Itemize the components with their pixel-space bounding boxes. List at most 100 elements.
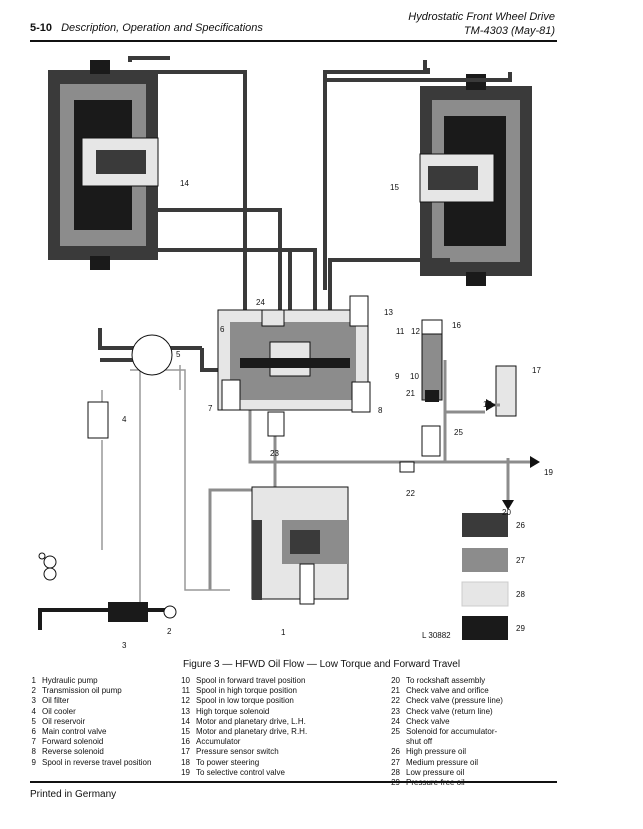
callout-20: 20 bbox=[502, 508, 511, 517]
legend-number: 28 bbox=[391, 767, 400, 777]
legend-number: 21 bbox=[391, 686, 400, 696]
callout-5: 5 bbox=[176, 350, 181, 359]
legend-text: Forward solenoid bbox=[42, 737, 104, 747]
legend-number: 13 bbox=[181, 706, 190, 716]
legend-text: Motor and planetary drive, R.H. bbox=[196, 727, 308, 737]
legend-text: Oil reservoir bbox=[42, 716, 86, 726]
callout-19: 19 bbox=[544, 468, 553, 477]
callout-16: 16 bbox=[452, 321, 461, 330]
legend-number: 23 bbox=[391, 706, 400, 716]
legend-number: 2 bbox=[31, 686, 36, 696]
legend-item: 26 High pressure oil bbox=[386, 747, 503, 757]
callout-7: 7 bbox=[208, 404, 213, 413]
legend-text: To rockshaft assembly bbox=[406, 676, 486, 685]
legend-text: Check valve (pressure line) bbox=[406, 696, 503, 706]
solenoids bbox=[221, 295, 441, 457]
legend-item: 28 Low pressure oil bbox=[386, 768, 503, 778]
legend-text: Oil cooler bbox=[42, 706, 76, 716]
legend-text: Main control valve bbox=[42, 727, 107, 737]
legend-item: 13 High torque solenoid bbox=[176, 707, 307, 717]
callout-4: 4 bbox=[122, 415, 127, 424]
callout-9: 9 bbox=[395, 372, 400, 381]
legend-number: 5 bbox=[31, 716, 36, 726]
legend-item: 23 Check valve (return line) bbox=[386, 707, 503, 717]
legend-text: Check valve (return line) bbox=[406, 706, 493, 716]
callout-28: 28 bbox=[516, 590, 525, 599]
legend-number: 14 bbox=[181, 716, 190, 726]
motor-rh bbox=[419, 74, 532, 286]
pipe-lines bbox=[98, 56, 512, 372]
oil-filter bbox=[108, 602, 148, 622]
callout-11: 11 bbox=[396, 327, 405, 336]
legend-item: 24 Check valve bbox=[386, 717, 503, 727]
legend-number: 12 bbox=[181, 696, 190, 706]
figure-caption: Figure 3 — HFWD Oil Flow — Low Torque an… bbox=[182, 659, 461, 670]
legend-text: Solenoid for accumulator- bbox=[406, 727, 498, 737]
document-title: Hydrostatic Front Wheel Drive bbox=[408, 11, 555, 23]
callout-27: 27 bbox=[516, 556, 525, 565]
legend-number: 24 bbox=[391, 716, 400, 726]
callout-21: 21 bbox=[406, 389, 415, 398]
legend-text: Spool in reverse travel position bbox=[42, 757, 152, 767]
legend-text: Transmission oil pump bbox=[42, 686, 122, 696]
legend-text: Spool in high torque position bbox=[196, 686, 297, 696]
legend-text: shut off bbox=[406, 737, 433, 747]
legend-text: High pressure oil bbox=[406, 747, 467, 757]
legend-text: Spool in forward travel position bbox=[196, 676, 306, 685]
callout-23: 23 bbox=[270, 449, 279, 458]
legend-item: 7 Forward solenoid bbox=[22, 737, 151, 747]
swatch-medium-pressure bbox=[462, 548, 508, 572]
accumulator bbox=[421, 319, 443, 402]
legend-number: 26 bbox=[391, 747, 400, 757]
page-header-left: 5-10 Description, Operation and Specific… bbox=[30, 22, 263, 34]
motor-lh bbox=[48, 60, 159, 270]
page-number: 5-10 bbox=[30, 22, 53, 34]
legend-number: 29 bbox=[386, 778, 400, 788]
callout-26: 26 bbox=[516, 521, 525, 530]
callout-18: 18 bbox=[483, 400, 492, 409]
legend-text: High torque solenoid bbox=[196, 706, 270, 716]
figure-ref-code: L 30882 bbox=[422, 631, 451, 640]
legend-number: 10 bbox=[181, 676, 190, 685]
callout-10: 10 bbox=[410, 372, 419, 381]
hydraulic-pump bbox=[251, 486, 349, 605]
swatch-pressure-free bbox=[462, 616, 508, 640]
check-valve-return bbox=[267, 411, 285, 437]
legend-text: Check valve bbox=[406, 716, 450, 726]
legend-number: 4 bbox=[31, 706, 36, 716]
callout-24: 24 bbox=[256, 298, 265, 307]
callout-15: 15 bbox=[390, 183, 399, 192]
legend-text: Low pressure oil bbox=[406, 767, 465, 777]
legend-number: 19 bbox=[181, 767, 190, 777]
legend-number: 17 bbox=[181, 747, 190, 757]
callout-2: 2 bbox=[167, 627, 172, 636]
legend-item: shut off bbox=[386, 737, 503, 747]
callout-29: 29 bbox=[516, 624, 525, 633]
legend-item: 10 Spool in forward travel position bbox=[176, 676, 307, 686]
legend-number: 7 bbox=[31, 737, 36, 747]
legend-number: 27 bbox=[391, 757, 400, 767]
legend-text: Oil filter bbox=[42, 696, 70, 706]
legend-number: 16 bbox=[181, 737, 190, 747]
callout-labels: 1 2 3 4 5 6 7 8 9 10 11 12 13 14 15 16 1… bbox=[122, 179, 553, 650]
footer-rule bbox=[30, 781, 557, 783]
legend-number: 8 bbox=[31, 747, 36, 757]
section-title: Description, Operation and Specification… bbox=[61, 22, 263, 34]
legend-item: 2 Transmission oil pump bbox=[22, 686, 151, 696]
swatch-low-pressure bbox=[461, 581, 509, 607]
main-control-valve bbox=[217, 309, 369, 411]
